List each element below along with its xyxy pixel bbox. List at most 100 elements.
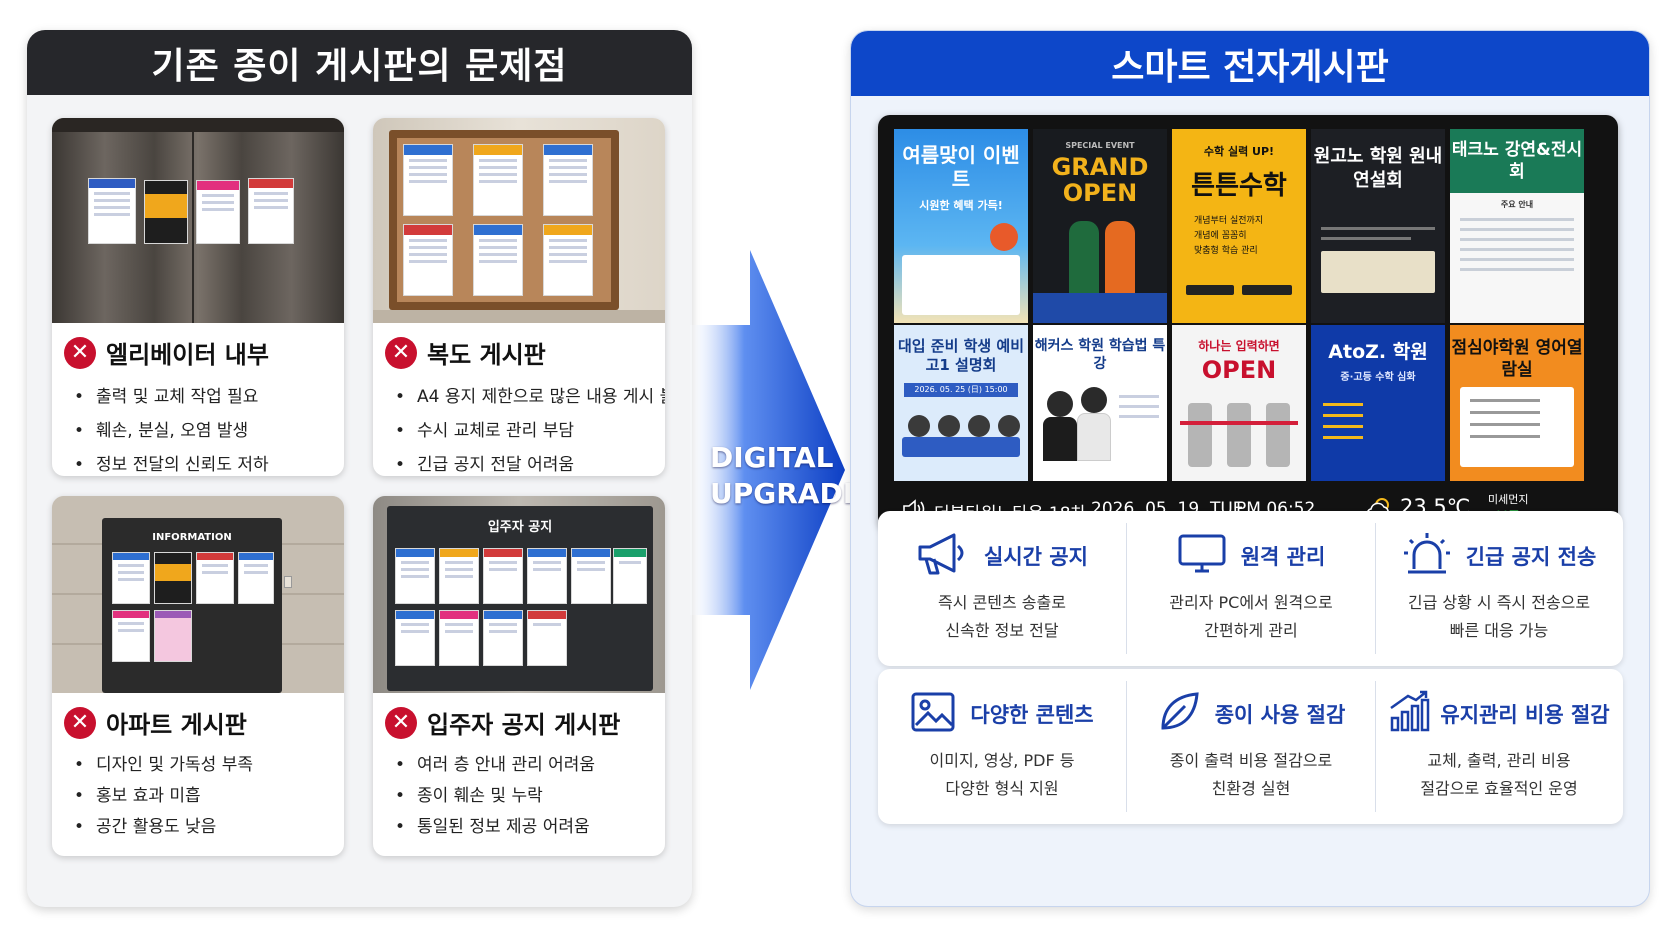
list-item: 훼손, 분실, 오염 발생 [74,414,344,448]
tile-grand-open: SPECIAL EVENT GRAND OPEN [1033,129,1167,323]
list-item: 디자인 및 가독성 부족 [74,750,344,781]
tile-subtitle: 2026. 05. 25 (日) 15:00 [904,383,1018,397]
feature-realtime-notice: 실시간 공지 즉시 콘텐츠 송출로 신속한 정보 전달 [878,511,1126,666]
feature-title: 종이 사용 절감 [1214,703,1346,727]
feature-title: 유지관리 비용 절감 [1440,703,1610,727]
x-mark-icon: ✕ [385,706,417,739]
card-title: 아파트 게시판 [106,711,247,739]
card-elevator: ✕ 엘리베이터 내부 출력 및 교체 작업 필요 훼손, 분실, 오염 발생 정보… [52,118,344,476]
upgrade-arrow-icon [690,250,845,690]
right-panel-title: 스마트 전자게시판 [851,31,1649,96]
tile-bullet: 개념에 꼼꼼히 [1194,231,1247,241]
feature-remote-management: 원격 관리 관리자 PC에서 원격으로 간편하게 관리 [1127,511,1375,666]
list-item: 종이 훼손 및 누락 [395,781,665,812]
feature-various-content: 다양한 콘텐츠 이미지, 영상, PDF 등 다양한 형식 지원 [878,669,1126,824]
feature-paper-saving: 종이 사용 절감 종이 출력 비용 절감으로 친환경 실현 [1127,669,1375,824]
feature-desc: 즉시 콘텐츠 송출로 [938,593,1066,612]
feature-desc: 신속한 정보 전달 [945,621,1059,640]
feature-desc: 이미지, 영상, PDF 등 [929,751,1075,770]
features-row-1: 실시간 공지 즉시 콘텐츠 송출로 신속한 정보 전달 원격 관리 관리자 PC… [878,511,1623,666]
feature-maintenance-saving: 유지관리 비용 절감 교체, 출력, 관리 비용 절감으로 효율적인 운영 [1375,669,1623,824]
left-panel-title: 기존 종이 게시판의 문제점 [27,30,692,95]
arrow-line-2: UPGRADE [710,477,862,510]
x-mark-icon: ✕ [385,336,417,369]
card-title: 복도 게시판 [427,341,546,369]
tile-title: AtoZ. 학원 [1328,341,1428,363]
tile-atoz-academy: AtoZ. 학원 중·고등 수학 심화 [1311,325,1445,481]
feature-desc: 간편하게 관리 [1204,621,1298,640]
alarm-light-icon [1402,531,1452,581]
bar-chart-icon [1388,690,1430,738]
paper-board-problems-panel: 기존 종이 게시판의 문제점 ✕ 엘리베이터 내부 출력 및 교체 작업 필요 훼… [27,30,692,907]
tile-title: 점심야학원 영어열람실 [1451,338,1583,380]
tile-subtitle: SPECIAL EVENT [1065,141,1135,150]
leaf-icon [1157,690,1201,738]
tile-title: 튼튼수학 [1191,171,1287,201]
image-icon [910,691,956,737]
x-mark-icon: ✕ [64,336,96,369]
feature-desc: 교체, 출력, 관리 비용 [1427,751,1571,770]
list-item: 긴급 공지 전달 어려움 [395,448,665,476]
digital-signage-monitor: 여름맞이 이벤트 시원한 혜택 가득! SPECIAL EVENT GRAND … [878,115,1618,529]
tile-subtitle: 하나는 입력하면 [1198,339,1280,353]
feature-desc: 다양한 형식 지원 [945,779,1059,798]
tile-english-study-room: 점심야학원 영어열람실 [1450,325,1584,481]
elevator-photo [52,118,344,323]
monitor-icon [1177,533,1227,579]
feature-title: 긴급 공지 전송 [1465,545,1597,569]
digital-upgrade-label: DIGITAL UPGRADE [710,440,862,512]
tile-subtitle: 중·고등 수학 심화 [1340,372,1416,383]
card-resident-notice: 입주자 공지 ✕ 입주자 공지 게시판 여러 층 안내 관리 어려움 종이 훼손 … [373,496,665,856]
arrow-line-1: DIGITAL [710,441,834,474]
feature-title: 다양한 콘텐츠 [970,703,1094,727]
megaphone-icon [916,531,970,581]
list-item: A4 용지 제한으로 많은 내용 게시 불가 [395,380,665,414]
tile-title: 원고노 학원 원내연설회 [1313,146,1443,191]
feature-desc: 친환경 실현 [1211,779,1291,798]
list-item: 여러 층 안내 관리 어려움 [395,750,665,781]
tile-subtitle: 수학 실력 UP! [1203,145,1275,158]
list-item: 홍보 효과 미흡 [74,781,344,812]
card-corridor: ✕ 복도 게시판 A4 용지 제한으로 많은 내용 게시 불가 수시 교체로 관리… [373,118,665,476]
tile-bullet: 맞춤형 학습 관리 [1194,246,1258,256]
apartment-board-photo: INFORMATION [52,496,344,693]
list-item: 출력 및 교체 작업 필요 [74,380,344,414]
tile-subtitle: 주요 안내 [1500,200,1534,209]
tile-title: 대입 준비 학생 예비고1 설명회 [897,337,1025,374]
tile-speech-contest: 원고노 학원 원내연설회 [1311,129,1445,323]
tile-math: 수학 실력 UP! 튼튼수학 개념부터 실전까지 개념에 꼼꼼히 맞춤형 학습 … [1172,129,1306,323]
tile-title: 해커스 학원 학습법 특강 [1034,338,1166,372]
tile-title: GRAND OPEN [1051,153,1149,207]
feature-desc: 관리자 PC에서 원격으로 [1169,593,1333,612]
feature-emergency-notice: 긴급 공지 전송 긴급 상황 시 즉시 전송으로 빠른 대응 가능 [1375,511,1623,666]
tile-open: 하나는 입력하면 OPEN [1172,325,1306,481]
x-mark-icon: ✕ [64,706,96,739]
tile-summer-event: 여름맞이 이벤트 시원한 혜택 가득! [894,129,1028,323]
card-apartment: INFORMATION ✕ 아파트 게시판 디자인 및 가독성 부족 홍보 효과 … [52,496,344,856]
notice-sign: 입주자 공지 [487,520,553,535]
dust-label: 미세먼지 [1488,493,1529,506]
features-row-2: 다양한 콘텐츠 이미지, 영상, PDF 등 다양한 형식 지원 종이 사용 절… [878,669,1623,824]
tile-title: 태크노 강연&전시회 [1451,140,1583,182]
list-item: 수시 교체로 관리 부담 [395,414,665,448]
card-title: 입주자 공지 게시판 [427,711,621,739]
list-item: 통일된 정보 제공 어려움 [395,812,665,843]
list-item: 공간 활용도 낮음 [74,812,344,843]
tile-admission-seminar: 대입 준비 학생 예비고1 설명회 2026. 05. 25 (日) 15:00 [894,325,1028,481]
information-sign: INFORMATION [152,532,232,543]
notice-board-photo: 입주자 공지 [373,496,665,693]
feature-title: 실시간 공지 [984,545,1088,569]
tile-bullet: 개념부터 실전까지 [1194,216,1264,226]
tile-study-lecture: 해커스 학원 학습법 특강 [1033,325,1167,481]
feature-desc: 절감으로 효율적인 운영 [1420,779,1578,798]
card-title: 엘리베이터 내부 [106,341,269,369]
feature-desc: 빠른 대응 가능 [1449,621,1549,640]
list-item: 정보 전달의 신뢰도 저하 [74,448,344,476]
tile-subtitle: 시원한 혜택 가득! [919,199,1003,212]
feature-title: 원격 관리 [1240,545,1326,569]
feature-desc: 긴급 상황 시 즉시 전송으로 [1407,593,1591,612]
tile-title: OPEN [1201,356,1277,384]
smart-board-panel: 스마트 전자게시판 여름맞이 이벤트 시원한 혜택 가득! SPECIAL EV… [850,30,1650,907]
tile-title: 여름맞이 이벤트 [902,143,1020,191]
